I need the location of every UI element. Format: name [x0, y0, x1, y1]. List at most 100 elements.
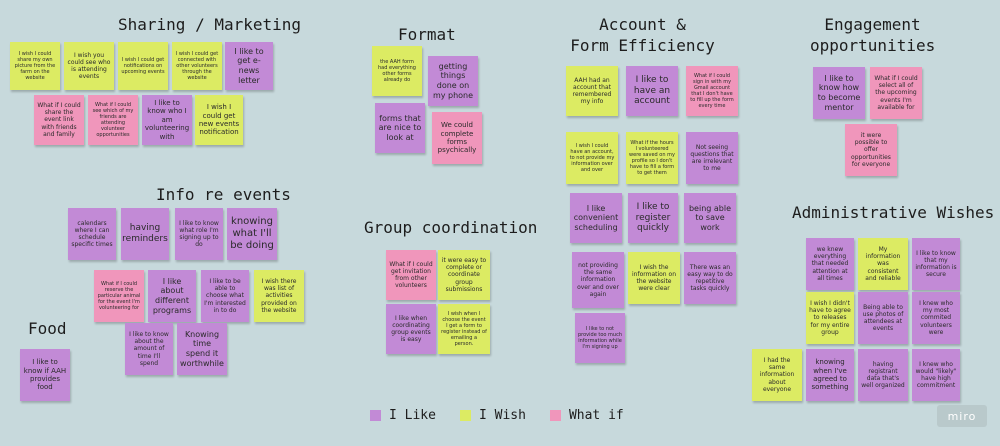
sticky-note-text: having reminders	[122, 223, 168, 244]
section-title-food: Food	[28, 319, 67, 338]
section-title-engagement-line2: opportunities	[810, 36, 936, 55]
sticky-note-text: I like to know who I am volunteering wit…	[144, 99, 190, 141]
sticky-note-text: Not seeing questions that are irrelevant…	[690, 143, 734, 173]
sticky-note[interactable]: I wish you could see who is attending ev…	[64, 42, 114, 90]
sticky-note[interactable]: I like to get e-news letter	[225, 42, 273, 90]
sticky-note-text: Being able to use photos of attendees at…	[862, 303, 904, 333]
sticky-note[interactable]: it were possible to offer opportunities …	[845, 124, 897, 176]
sticky-note-text: I wish I didn't have to agree to release…	[809, 300, 851, 336]
sticky-note-text: I wish when I choose the event I get a f…	[441, 311, 487, 347]
sticky-note[interactable]: it were easy to complete or coordinate g…	[438, 250, 490, 300]
sticky-note[interactable]: Not seeing questions that are irrelevant…	[686, 132, 738, 184]
legend-label-wish: I Wish	[478, 408, 526, 423]
sticky-note-text: What if I could share the event link wit…	[37, 102, 81, 138]
sticky-note[interactable]: I knew who would "likely" have high comm…	[912, 349, 960, 401]
sticky-note[interactable]: I wish I could get new events notificati…	[195, 95, 243, 145]
sticky-note-text: I had the same information about everyon…	[759, 357, 795, 393]
sticky-note[interactable]: My information was consistent and reliab…	[858, 238, 908, 290]
sticky-note[interactable]: I wish I could share my own picture from…	[10, 42, 60, 90]
sticky-note[interactable]: I like when coordinating group events is…	[386, 304, 436, 354]
sticky-note[interactable]: I like to know if AAH provides food	[20, 349, 70, 401]
sticky-note-text: knowing what I'll be doing	[230, 216, 274, 251]
sticky-note[interactable]: I like to know who I am volunteering wit…	[142, 95, 192, 145]
sticky-note[interactable]: I knew who my most commited volunteers w…	[912, 292, 960, 344]
sticky-note-text: the AAH form had everything other forms …	[378, 59, 416, 83]
sticky-note[interactable]: I wish I didn't have to agree to release…	[806, 292, 854, 344]
sticky-note-text: I like to have an account	[633, 74, 671, 107]
sticky-note[interactable]: forms that are nice to look at	[375, 103, 425, 153]
legend-label-like: I Like	[389, 408, 436, 423]
sticky-note[interactable]: I like to know about the amount of time …	[125, 323, 173, 375]
sticky-note[interactable]: calendars where I can schedule specific …	[68, 208, 116, 260]
section-title-engagement-line1: Engagement	[824, 15, 921, 34]
legend: I Like I Wish What if	[370, 408, 648, 423]
sticky-note[interactable]: I wish I could get notifications on upco…	[118, 42, 168, 90]
sticky-note[interactable]: We could complete forms psychically	[432, 112, 482, 164]
sticky-note[interactable]: we knew everything that needed attention…	[806, 238, 854, 290]
section-title-account-line2: Form Efficiency	[570, 36, 715, 55]
sticky-note-text: What if the hours I volunteered were sav…	[629, 140, 675, 176]
sticky-note[interactable]: What if I could reserve the particular a…	[94, 270, 144, 322]
sticky-note[interactable]: getting things done on my phone	[428, 56, 478, 106]
sticky-note-text: I like convenient scheduling	[573, 203, 619, 232]
sticky-note[interactable]: What if I could see which of my friends …	[88, 95, 138, 145]
sticky-note-text: calendars where I can schedule specific …	[71, 219, 113, 249]
sticky-note-text: I wish there was list of activities prov…	[261, 278, 297, 314]
sticky-note-text: I wish the information on the website we…	[631, 263, 676, 293]
sticky-note-text: I like to be able to choose what I'm int…	[204, 278, 246, 314]
sticky-note-text: it were easy to complete or coordinate g…	[441, 257, 487, 293]
sticky-note[interactable]: having registrant data that's well organ…	[858, 349, 908, 401]
sticky-note[interactable]: I had the same information about everyon…	[752, 349, 802, 401]
sticky-note[interactable]: There was an easy way to do repetitive t…	[684, 252, 736, 304]
section-title-engagement: Engagement opportunities	[810, 14, 935, 56]
sticky-note-text: I wish I could have an account, to not p…	[569, 143, 615, 173]
sticky-note[interactable]: I like to know that my information is se…	[912, 238, 960, 290]
sticky-note[interactable]: I wish the information on the website we…	[628, 252, 680, 304]
sticky-note[interactable]: I wish I could have an account, to not p…	[566, 132, 618, 184]
legend-swatch-like	[370, 410, 381, 421]
sticky-note[interactable]: not providing the same information over …	[572, 252, 624, 308]
sticky-note-text: I like to register quickly	[635, 201, 671, 234]
sticky-note[interactable]: Knowing time spend it worthwhile	[177, 323, 227, 375]
sticky-note[interactable]: I like to have an account	[626, 66, 678, 116]
sticky-note[interactable]: having reminders	[121, 208, 169, 260]
sticky-note[interactable]: the AAH form had everything other forms …	[372, 46, 422, 96]
sticky-note[interactable]: I like convenient scheduling	[570, 193, 622, 243]
sticky-note[interactable]: knowing when I've agreed to something	[806, 349, 854, 401]
sticky-note-text: I like when coordinating group events is…	[391, 314, 431, 344]
sticky-note-text: What if I could sign in with my Gmail ac…	[690, 73, 734, 109]
sticky-note[interactable]: I like to know what role I'm signing up …	[175, 208, 223, 260]
sticky-note[interactable]: being able to save work	[684, 193, 736, 243]
sticky-note-text: Knowing time spend it worthwhile	[180, 329, 224, 368]
sticky-note-text: I like to know what role I'm signing up …	[179, 219, 219, 249]
sticky-note[interactable]: knowing what I'll be doing	[227, 208, 277, 260]
sticky-note-text: My information was consistent and reliab…	[865, 246, 901, 282]
sticky-note-text: I like to know if AAH provides food	[23, 358, 67, 392]
sticky-note[interactable]: I like about different programs	[148, 270, 196, 322]
sticky-note[interactable]: I wish when I choose the event I get a f…	[438, 304, 490, 354]
sticky-note[interactable]: What if the hours I volunteered were sav…	[626, 132, 678, 184]
sticky-note-text: getting things done on my phone	[432, 61, 474, 100]
sticky-note[interactable]: I wish I could get connected with other …	[172, 42, 222, 90]
sticky-note[interactable]: I like to not provide too much informati…	[575, 313, 625, 363]
sticky-note-text: I wish you could see who is attending ev…	[67, 51, 111, 81]
section-title-account: Account & Form Efficiency	[570, 14, 715, 56]
miro-logo[interactable]: miro	[937, 405, 987, 427]
section-title-format: Format	[398, 25, 456, 44]
sticky-note[interactable]: I like to register quickly	[628, 193, 678, 243]
sticky-note[interactable]: What if I could select all of the upcomi…	[870, 67, 922, 119]
sticky-note[interactable]: What if I could share the event link wit…	[34, 95, 84, 145]
sticky-note-text: AAH had an account that remembered my in…	[572, 76, 612, 106]
sticky-note[interactable]: I like to know how to become mentor	[813, 67, 865, 119]
sticky-note[interactable]: What if I could get invitation from othe…	[386, 250, 436, 300]
section-title-account-line1: Account &	[599, 15, 686, 34]
sticky-note-text: What if I could get invitation from othe…	[389, 260, 433, 290]
sticky-note[interactable]: AAH had an account that remembered my in…	[566, 66, 618, 116]
sticky-note[interactable]: What if I could sign in with my Gmail ac…	[686, 66, 738, 116]
sticky-note-text: I like about different programs	[152, 276, 192, 315]
sticky-note[interactable]: Being able to use photos of attendees at…	[858, 292, 908, 344]
sticky-note[interactable]: I wish there was list of activities prov…	[254, 270, 304, 322]
sticky-note[interactable]: I like to be able to choose what I'm int…	[201, 270, 249, 322]
legend-item-whatif: What if	[549, 408, 624, 423]
